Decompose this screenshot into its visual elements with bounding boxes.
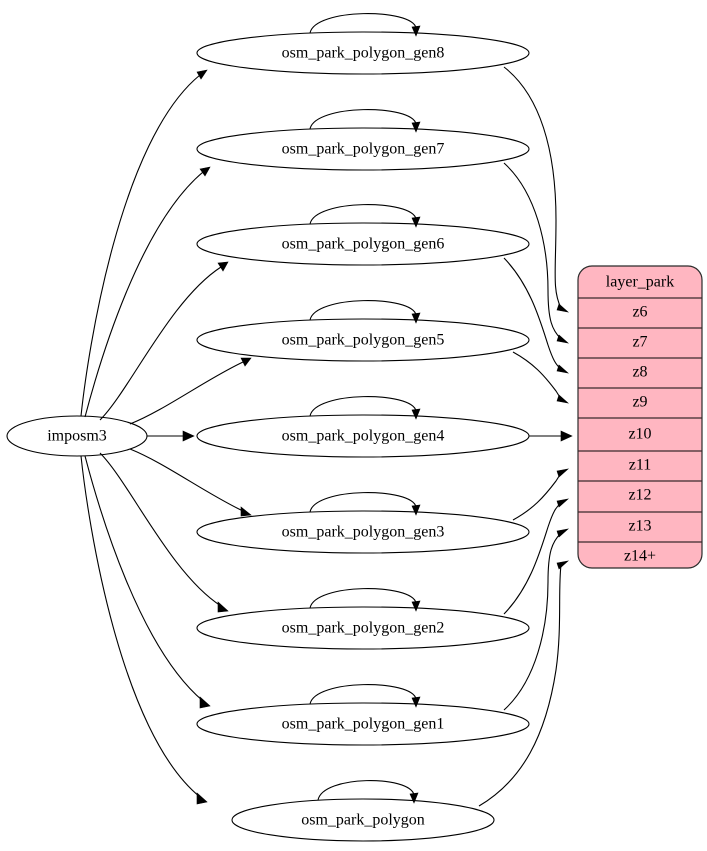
node-shape [196, 606, 530, 650]
node-gen7[interactable]: osm_park_polygon_gen7 [196, 127, 530, 171]
table-header-label: layer_park [606, 274, 674, 291]
layer-park-table[interactable]: layer_park z6 z7 z8 z9 z10 z11 z12 z13 z… [577, 265, 703, 569]
edge-gen5-to-z9 [512, 351, 569, 404]
node-label: osm_park_polygon_gen7 [282, 141, 445, 158]
node-label: osm_park_polygon [301, 812, 425, 829]
edge-imposm3-to-gen3 [129, 448, 252, 517]
node-gen1[interactable]: osm_park_polygon_gen1 [196, 702, 530, 746]
edge-gen4-to-z10 [529, 430, 573, 442]
edge-gen8-to-z6 [503, 66, 569, 313]
edge-imposm3-to-gen6 [99, 261, 229, 421]
self-loop-gen3 [309, 492, 421, 516]
edge-gen2-to-z12 [503, 498, 569, 615]
table-row-z9[interactable]: z9 [632, 394, 647, 411]
node-imposm3[interactable]: imposm3 [6, 415, 148, 457]
node-label: osm_park_polygon_gen3 [282, 524, 445, 541]
node-osm-park-polygon[interactable]: osm_park_polygon [231, 798, 495, 842]
edge-gen1-to-z13 [503, 528, 569, 711]
self-loop-gen1 [309, 684, 421, 708]
node-label: osm_park_polygon_gen4 [282, 428, 445, 445]
self-loop-gen6 [309, 204, 421, 228]
edge-imposm3-to-gen5 [129, 357, 252, 425]
node-gen2[interactable]: osm_park_polygon_gen2 [196, 606, 530, 650]
edge-gen7-to-z7 [503, 162, 569, 344]
edge-imposm3-to-gen4 [147, 430, 195, 442]
edge-imposm3-to-gen2 [99, 452, 229, 613]
node-label: osm_park_polygon_gen5 [282, 332, 445, 349]
table-row-z11[interactable]: z11 [629, 457, 652, 474]
node-shape [196, 222, 530, 266]
edge-imposm3-to-gen8 [80, 69, 208, 417]
self-loop-gen2 [309, 588, 421, 612]
table-row-z13[interactable]: z13 [628, 518, 651, 535]
table-row-z6[interactable]: z6 [632, 304, 647, 321]
self-loop-gen4 [309, 396, 421, 420]
node-gen4[interactable]: osm_park_polygon_gen4 [196, 414, 530, 458]
table-row-z12[interactable]: z12 [628, 487, 651, 504]
node-shape [196, 510, 530, 554]
table-background [577, 265, 703, 569]
edge-gen3-to-z11 [512, 468, 569, 521]
table-row-z7[interactable]: z7 [632, 334, 647, 351]
table-row-z10[interactable]: z10 [628, 426, 651, 443]
node-label: osm_park_polygon_gen8 [282, 45, 445, 62]
node-shape [231, 798, 495, 842]
self-loop-osm-park-polygon [317, 780, 419, 804]
node-gen3[interactable]: osm_park_polygon_gen3 [196, 510, 530, 554]
node-shape [196, 702, 530, 746]
edge-imposm3-to-osm-park-polygon [80, 455, 208, 805]
table-row-z14plus[interactable]: z14+ [624, 548, 656, 565]
edge-gen6-to-z8 [503, 257, 569, 374]
self-loop-gen7 [309, 109, 421, 133]
node-shape [196, 318, 530, 362]
edge-imposm3-to-gen7 [84, 166, 211, 418]
self-loop-gen8 [309, 13, 421, 37]
table-row-z8[interactable]: z8 [632, 364, 647, 381]
node-gen5[interactable]: osm_park_polygon_gen5 [196, 318, 530, 362]
node-gen8[interactable]: osm_park_polygon_gen8 [196, 31, 530, 75]
node-shape [196, 31, 530, 75]
edge-imposm3-to-gen1 [84, 455, 211, 709]
node-gen6[interactable]: osm_park_polygon_gen6 [196, 222, 530, 266]
node-shape [196, 127, 530, 171]
self-loop-gen5 [309, 300, 421, 324]
node-label: osm_park_polygon_gen6 [282, 236, 445, 253]
node-label: osm_park_polygon_gen2 [282, 620, 445, 637]
node-label: imposm3 [47, 428, 107, 445]
node-label: osm_park_polygon_gen1 [282, 716, 445, 733]
edge-osm-park-polygon-to-z14 [478, 560, 569, 807]
